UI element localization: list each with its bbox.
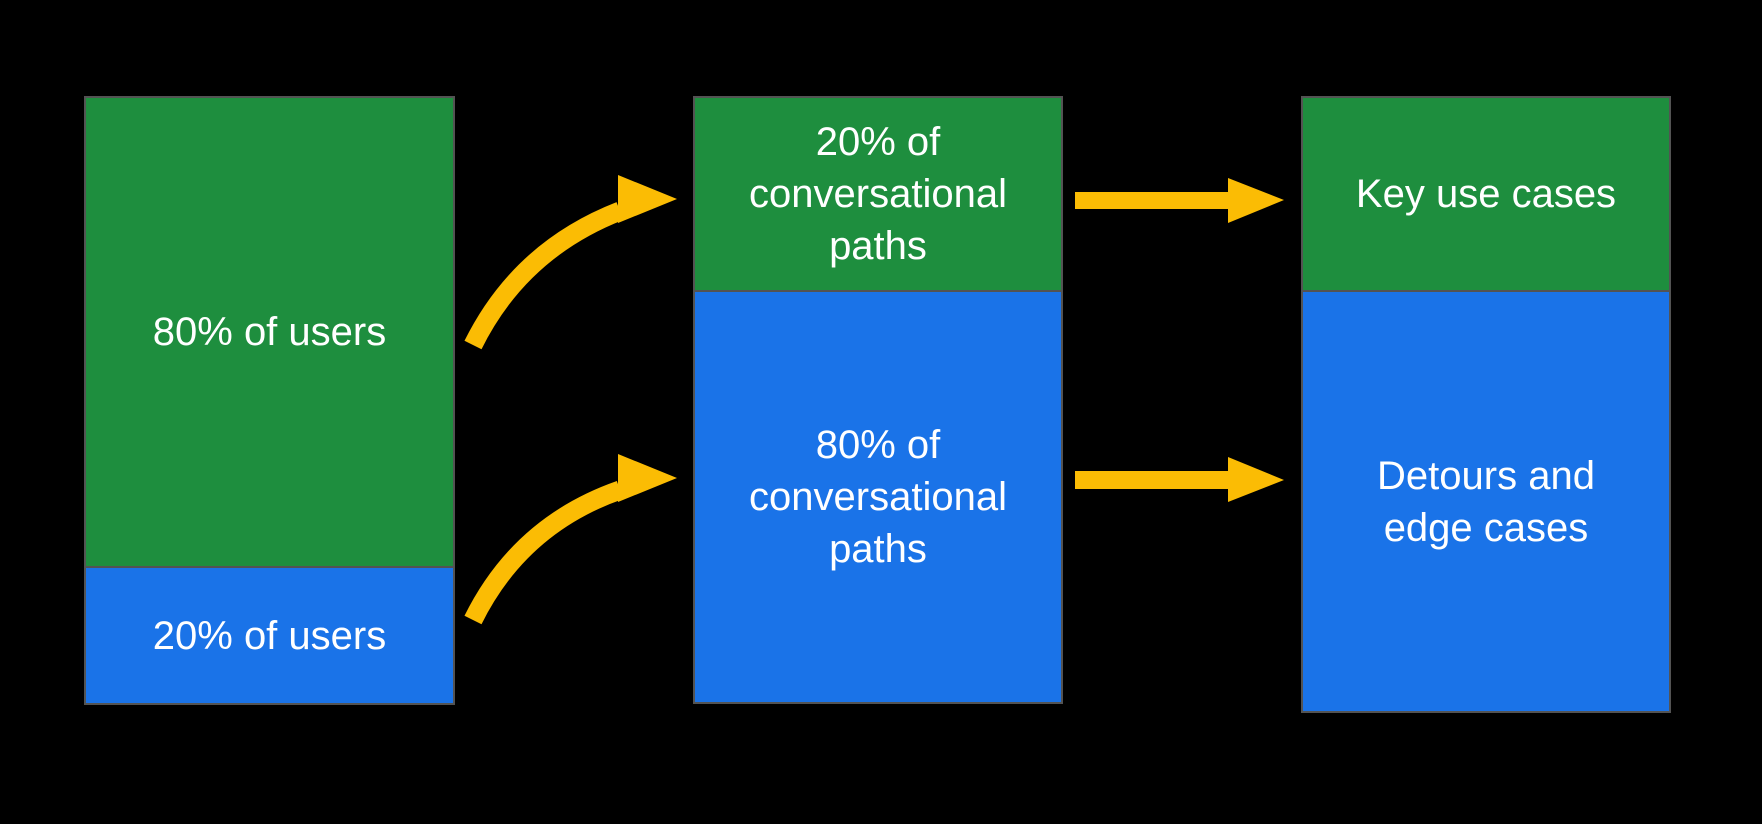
straight-arrow-bottom-icon: [1075, 457, 1284, 502]
users-20-segment: 20% of users: [86, 568, 453, 703]
users-column: 80% of users 20% of users: [84, 96, 455, 705]
use-cases-column: Key use cases Detours and edge cases: [1301, 96, 1671, 713]
curved-arrow-bottom-head: [618, 454, 677, 502]
users-80-label: 80% of users: [152, 310, 387, 354]
curved-arrow-top-shaft: [464, 202, 624, 350]
curved-arrow-bottom-icon: [464, 454, 677, 625]
straight-arrow-bottom-head: [1228, 457, 1284, 502]
straight-arrow-top-icon: [1075, 178, 1284, 223]
straight-arrow-top-shaft: [1075, 192, 1230, 209]
paths-20-segment: 20% of conversational paths: [695, 98, 1061, 292]
straight-arrow-top-head: [1228, 178, 1284, 223]
users-80-segment: 80% of users: [86, 98, 453, 568]
key-use-cases-segment: Key use cases: [1303, 98, 1669, 292]
key-use-cases-label: Key use cases: [1355, 172, 1617, 216]
curved-arrow-top-head: [618, 175, 677, 223]
detours-edge-cases-segment: Detours and edge cases: [1303, 292, 1669, 711]
paths-80-label: 80% of conversational paths: [749, 423, 1007, 571]
detours-edge-cases-label: Detours and edge cases: [1377, 453, 1595, 550]
paths-80-segment: 80% of conversational paths: [695, 292, 1061, 702]
paths-20-label: 20% of conversational paths: [749, 120, 1007, 268]
curved-arrow-top-icon: [464, 175, 677, 350]
straight-arrow-bottom-shaft: [1075, 471, 1230, 489]
conversational-paths-column: 20% of conversational paths 80% of conve…: [693, 96, 1063, 704]
users-20-label: 20% of users: [152, 613, 387, 658]
curved-arrow-bottom-shaft: [464, 481, 624, 625]
